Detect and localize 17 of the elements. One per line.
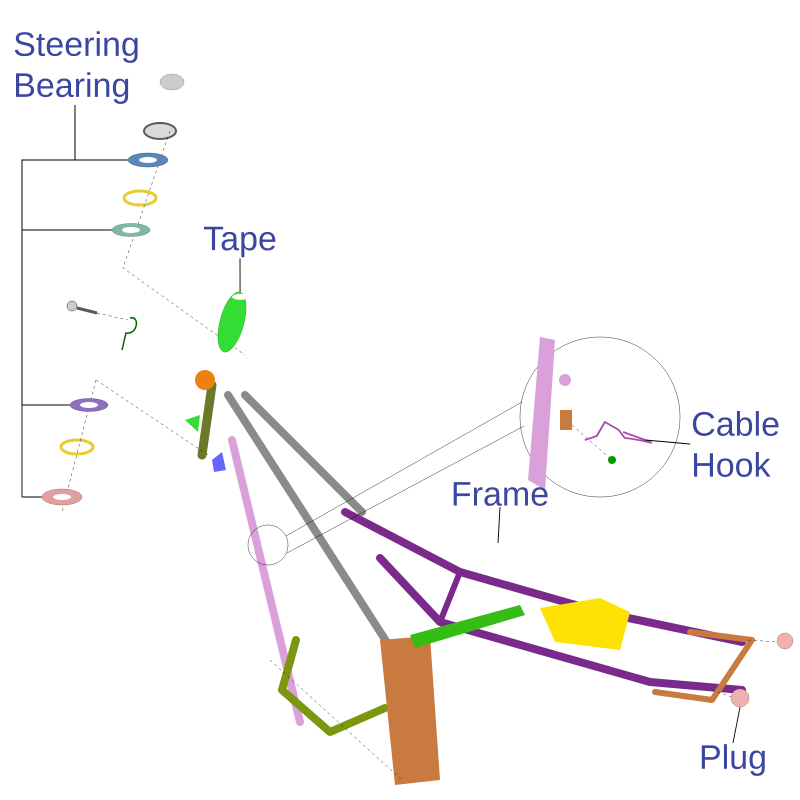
tape-drawing [218, 292, 248, 352]
ring-drawing [112, 223, 150, 237]
leader-line [240, 258, 241, 292]
ring-drawing [42, 488, 82, 506]
part-label: Cable Hook [692, 411, 778, 477]
leader-line [498, 506, 500, 544]
leader-line [644, 440, 690, 444]
part-label: Frame [454, 482, 548, 506]
leader-line [22, 104, 76, 498]
part-label: Plug [702, 744, 765, 776]
ring-drawing [128, 152, 168, 168]
part-label: Steering Bearing [14, 31, 138, 104]
cable-hook-drawing [584, 421, 652, 444]
plug-drawing [730, 688, 750, 708]
part-label: Tape [204, 226, 276, 258]
leader-line [732, 706, 740, 744]
ring-drawing [70, 398, 108, 412]
